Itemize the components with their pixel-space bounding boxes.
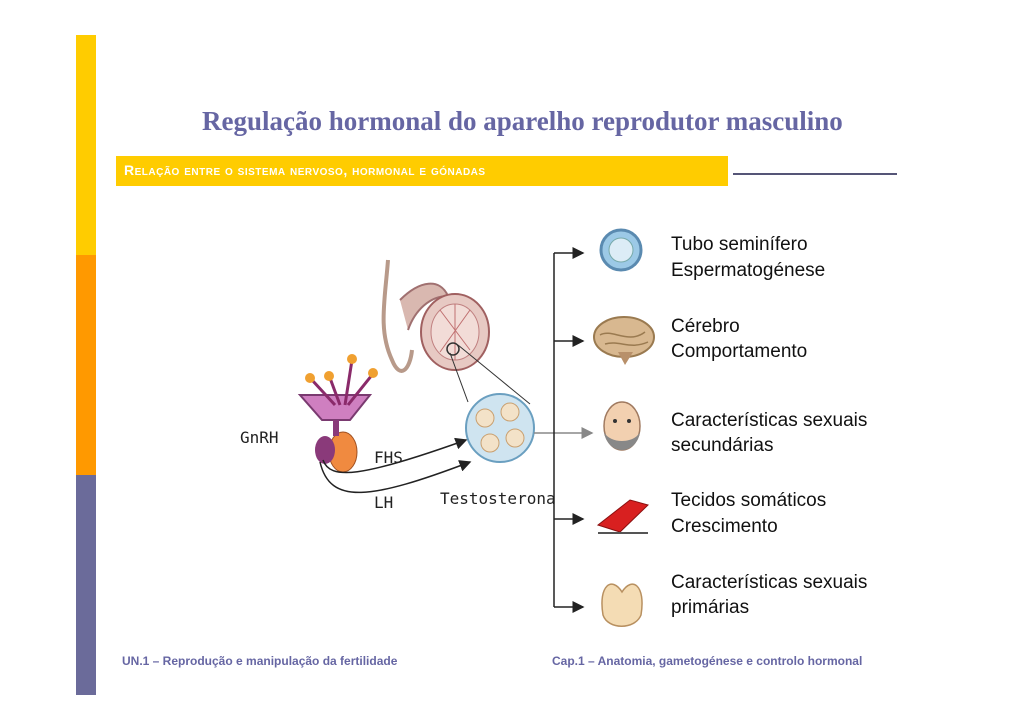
bearded-face-icon [604, 402, 640, 450]
footer-right: Cap.1 – Anatomia, gametogénese e control… [552, 654, 862, 668]
fhs-label: FHS [374, 448, 403, 467]
target-label-line1: Tecidos somáticos [671, 488, 826, 514]
muscle-icon [598, 500, 648, 533]
target-label-line2: Crescimento [671, 514, 778, 540]
target-label-line2: secundárias [671, 433, 773, 459]
target-label-line2: Espermatogénese [671, 258, 825, 284]
footer-left: UN.1 – Reprodução e manipulação da ferti… [122, 654, 397, 668]
testosterona-label: Testosterona [440, 489, 556, 508]
lh-label: LH [374, 493, 393, 512]
target-label-line1: Características sexuais [671, 408, 867, 434]
target-label-line1: Tubo seminífero [671, 232, 808, 258]
testis-illustration [384, 260, 489, 371]
target-label-line2: primárias [671, 595, 749, 621]
brain-icon [594, 317, 654, 365]
pituitary-illustration [300, 354, 378, 472]
target-label-line1: Cérebro [671, 314, 740, 340]
gnrh-label: GnRH [240, 428, 279, 447]
tubule-cross-section-illustration [466, 394, 534, 462]
target-label-line1: Características sexuais [671, 570, 867, 596]
target-label-line2: Comportamento [671, 339, 807, 365]
genitals-icon [602, 584, 642, 626]
seminiferous-tubule-icon [601, 230, 641, 270]
